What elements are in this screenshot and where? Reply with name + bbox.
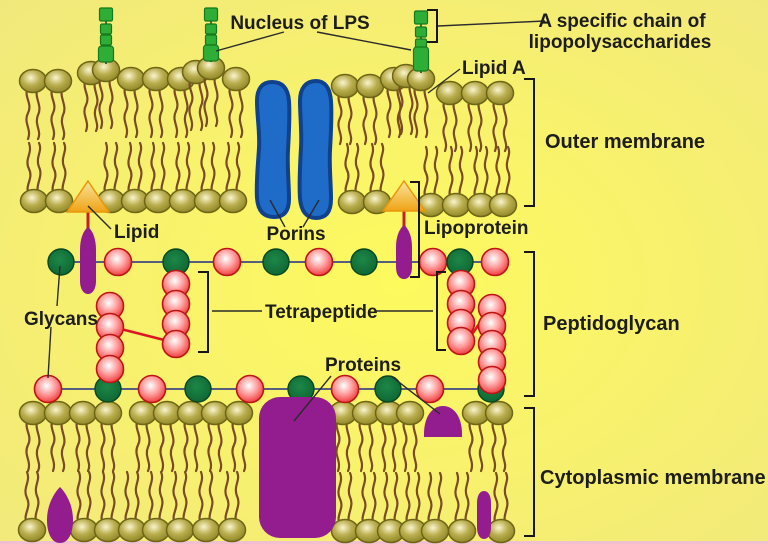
pointer-nucleus-right: [316, 31, 412, 51]
label-glycans: Glycans: [24, 309, 98, 330]
labels: Nucleus of LPS A specific chain of lipop…: [24, 11, 766, 489]
red-bead: [415, 374, 445, 404]
lps-sugar-unit: [203, 7, 219, 22]
red-bead: [477, 365, 507, 395]
red-bead: [330, 374, 360, 404]
label-outer-membrane: Outer membrane: [545, 131, 705, 153]
label-cytoplasmic-membrane: Cytoplasmic membrane: [540, 467, 766, 489]
protein-rod: [477, 491, 491, 539]
pointer-porin-left: [269, 199, 286, 228]
pointer-nucleus-left: [215, 31, 285, 52]
green-bead: [350, 248, 378, 276]
pointer-lines: [47, 20, 546, 422]
bracket-cytoplasmic-membrane: [524, 407, 535, 537]
label-peptidoglycan: Peptidoglycan: [543, 313, 680, 335]
porins-group: [254, 79, 334, 220]
lipoprotein-rod: [396, 225, 412, 279]
lps-core: [202, 44, 220, 62]
green-bead: [184, 375, 212, 403]
lps-sugar-unit: [99, 34, 113, 46]
lps-sugar-unit: [414, 26, 428, 38]
lps-sugar-unit: [204, 23, 218, 35]
pointer-proteins-right: [390, 375, 441, 415]
protein-dome: [424, 406, 462, 437]
red-bead: [137, 374, 167, 404]
lps-chain: [202, 7, 220, 62]
brackets: [198, 9, 535, 537]
red-bead: [103, 247, 133, 277]
pointer-glycans-down: [47, 326, 52, 379]
protein-channel: [259, 397, 336, 538]
pointer-glycans-up: [56, 265, 61, 307]
pointer-lipid-a: [427, 68, 461, 94]
bottom-strip: [0, 541, 768, 544]
lps-sugar-unit: [99, 23, 113, 35]
red-bead: [212, 247, 242, 277]
label-specific-chain-line2: lipopolysaccharides: [529, 32, 712, 53]
pointer-lipid: [87, 205, 112, 230]
lipid-anchor-triangle: [381, 179, 427, 212]
lps-core: [412, 46, 430, 72]
label-proteins: Proteins: [325, 355, 401, 376]
bracket-tetrapeptide-right: [436, 271, 446, 351]
lps-chain: [412, 10, 430, 73]
bracket-lipoprotein: [410, 181, 420, 278]
porin-left: [254, 80, 292, 219]
red-bead: [446, 326, 476, 356]
lps-chain: [97, 7, 115, 64]
lipoprotein-rod: [80, 227, 96, 294]
label-lipid-a: Lipid A: [462, 58, 526, 79]
pointer-porin-right: [302, 199, 320, 228]
red-bead: [95, 354, 125, 384]
label-porins: Porins: [266, 224, 325, 245]
bracket-outer-membrane: [524, 78, 535, 207]
bracket-lps-chain: [427, 9, 438, 43]
lipoprotein-right: [381, 179, 427, 279]
red-bead: [235, 374, 265, 404]
green-bead: [262, 248, 290, 276]
red-bead: [161, 329, 191, 359]
lps-sugar-unit: [204, 34, 218, 46]
lipoprotein-left: [65, 179, 111, 294]
porin-right: [297, 79, 334, 220]
label-lipoprotein: Lipoprotein: [424, 218, 528, 239]
label-nucleus-of-lps: Nucleus of LPS: [230, 13, 369, 34]
lps-chains: [97, 7, 430, 73]
peptidoglycan-beads: [33, 247, 510, 404]
pointer-proteins-left: [293, 375, 332, 422]
red-bead: [33, 374, 63, 404]
bracket-tetrapeptide-left: [198, 271, 209, 353]
lps-sugar-unit: [98, 7, 114, 22]
green-bead: [47, 248, 75, 276]
lps-sugar-unit: [413, 10, 429, 25]
bracket-peptidoglycan: [524, 251, 535, 397]
label-specific-chain-line1: A specific chain of: [538, 11, 706, 32]
red-bead: [480, 247, 510, 277]
red-bead: [304, 247, 334, 277]
label-tetrapeptide: Tetrapeptide: [265, 302, 378, 323]
green-bead: [374, 375, 402, 403]
label-lipid: Lipid: [114, 222, 159, 243]
lipid-anchor-triangle: [65, 179, 111, 213]
membrane-proteins: [47, 397, 491, 543]
protein-blob: [47, 487, 73, 543]
lps-core: [97, 45, 115, 63]
pointer-specific-chain: [437, 20, 546, 27]
